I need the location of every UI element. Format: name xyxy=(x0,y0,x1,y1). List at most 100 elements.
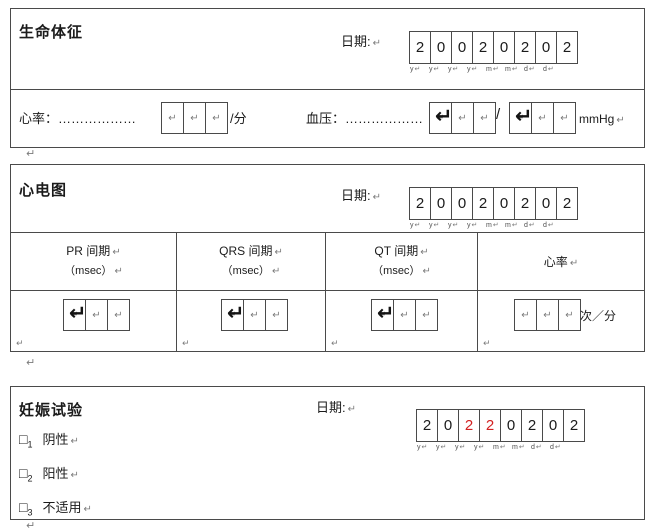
qt-interval-boxes: ↵ ↵ ↵ ↵ xyxy=(371,299,438,331)
pilcrow-mark: ↵ xyxy=(190,112,199,124)
heart-rate-boxes: ↵ ↵ ↵ xyxy=(161,102,228,134)
pilcrow-mark: ↵ xyxy=(535,444,542,451)
pilcrow-mark: ↵ xyxy=(112,247,121,258)
pilcrow-mark: ↵ xyxy=(528,66,535,73)
pilcrow-mark: ↵ xyxy=(372,38,382,49)
date-sub-labels: y↵ y↵ y↵ y↵ m↵ m↵ d↵ d↵ xyxy=(410,66,554,73)
pilcrow-mark: ↵ xyxy=(492,66,499,73)
pilcrow-mark: ↵ xyxy=(538,112,547,124)
date-digit-cell[interactable]: 2 xyxy=(563,409,585,442)
pilcrow-mark: ↵ xyxy=(114,309,123,321)
heart-rate-unit: /分 xyxy=(230,111,247,126)
date-digit-cell[interactable]: 0 xyxy=(535,187,557,220)
line-break-mark: ↵ xyxy=(377,302,395,325)
date-digit-cell[interactable]: 2 xyxy=(472,31,494,64)
date-digit-cell[interactable]: 0 xyxy=(430,187,452,220)
pilcrow-mark: ↵ xyxy=(16,338,24,348)
pilcrow-mark: ↵ xyxy=(70,436,79,447)
bp-diastolic-boxes: ↵ ↵ ↵ ↵ xyxy=(509,102,576,134)
ecg-pr-cell: ↵ ↵ ↵ ↵ ↵ xyxy=(11,291,177,351)
entry-box[interactable]: ↵ xyxy=(415,299,438,331)
checkbox-icon[interactable]: □ xyxy=(19,465,28,481)
ecg-header-qrs: QRS 间期↵ （msec）↵ xyxy=(177,233,326,290)
pilcrow-mark: ↵ xyxy=(511,222,518,229)
ecg-title: 心电图 xyxy=(19,182,68,199)
ecg-date-field: 2 0 0 2 0 2 0 2 y↵ y↵ y↵ y↵ m↵ m↵ d↵ xyxy=(409,187,578,229)
date-digit-cell[interactable]: 0 xyxy=(437,409,459,442)
entry-box[interactable]: ↵ xyxy=(371,299,394,331)
date-digit-cell[interactable]: 2 xyxy=(409,31,431,64)
pilcrow-mark: ↵ xyxy=(616,115,625,126)
pilcrow-mark: ↵ xyxy=(92,309,101,321)
entry-box[interactable]: ↵ xyxy=(531,102,554,134)
date-digit-cell[interactable]: 2 xyxy=(556,187,578,220)
pilcrow-mark: ↵ xyxy=(212,112,221,124)
vital-signs-values-row: 心率：……………… ↵ ↵ ↵ /分 血压：……………… ↵ ↵ ↵ ↵ / ↵… xyxy=(11,90,644,147)
date-digit-cell[interactable]: 2 xyxy=(556,31,578,64)
date-digit-cell[interactable]: 2 xyxy=(472,187,494,220)
pregnancy-test-table: 妊娠试验 日期:↵ 2 0 2 2 0 2 0 2 y↵ y↵ y↵ y↵ m↵… xyxy=(10,386,645,520)
checkbox-icon[interactable]: □ xyxy=(19,431,28,447)
date-digit-cell[interactable]: 0 xyxy=(542,409,564,442)
date-digit-cell[interactable]: 2 xyxy=(458,409,480,442)
checkbox-icon[interactable]: □ xyxy=(19,499,28,515)
entry-box[interactable]: ↵ xyxy=(243,299,266,331)
pilcrow-mark: ↵ xyxy=(433,66,440,73)
date-digit-cell[interactable]: 0 xyxy=(451,187,473,220)
ecg-header-heart-rate: 心率↵ xyxy=(543,255,579,269)
pilcrow-mark: ↵ xyxy=(521,309,530,321)
date-digit-cell[interactable]: 2 xyxy=(514,187,536,220)
entry-box[interactable]: ↵ xyxy=(107,299,130,331)
ecg-date-label: 日期:↵ xyxy=(341,188,382,203)
entry-box[interactable]: ↵ xyxy=(536,299,559,331)
date-digit-cell[interactable]: 2 xyxy=(416,409,438,442)
option-label: 不适用 xyxy=(42,500,82,515)
ecg-header-row: 心电图 日期:↵ 2 0 0 2 0 2 0 2 y↵ y↵ y↵ y↵ xyxy=(11,165,644,233)
entry-box[interactable]: ↵ xyxy=(514,299,537,331)
pilcrow-mark: ↵ xyxy=(547,66,554,73)
option-label: 阴性 xyxy=(42,432,69,447)
pilcrow-mark: ↵ xyxy=(182,338,190,348)
date-digit-cell[interactable]: 2 xyxy=(521,409,543,442)
pilcrow-mark: ↵ xyxy=(228,309,237,321)
blood-pressure-label: 血压：……………… xyxy=(306,111,424,126)
vital-signs-table: 生命体征 日期:↵ 2 0 0 2 0 2 0 2 y↵ y↵ y↵ y↵ xyxy=(10,8,645,148)
entry-box[interactable]: ↵ xyxy=(265,299,288,331)
entry-box[interactable]: ↵ xyxy=(183,102,206,134)
qrs-interval-boxes: ↵ ↵ ↵ ↵ xyxy=(221,299,288,331)
date-digit-cell[interactable]: 0 xyxy=(430,31,452,64)
date-digit-cell[interactable]: 0 xyxy=(493,31,515,64)
date-digit-cell[interactable]: 2 xyxy=(514,31,536,64)
pilcrow-mark: ↵ xyxy=(569,258,579,269)
vital-signs-header-row: 生命体征 日期:↵ 2 0 0 2 0 2 0 2 y↵ y↵ y↵ y↵ xyxy=(11,9,644,90)
entry-box[interactable]: ↵ xyxy=(221,299,244,331)
pilcrow-mark: ↵ xyxy=(565,309,574,321)
entry-box[interactable]: ↵ xyxy=(393,299,416,331)
date-digit-cell[interactable]: 2 xyxy=(409,187,431,220)
entry-box[interactable]: ↵ xyxy=(161,102,184,134)
date-digit-cell[interactable]: 2 xyxy=(479,409,501,442)
date-digit-cell[interactable]: 0 xyxy=(535,31,557,64)
pregnancy-date-label: 日期:↵ xyxy=(316,400,357,415)
pilcrow-mark: ↵ xyxy=(492,222,499,229)
pilcrow-mark: ↵ xyxy=(436,112,445,124)
pilcrow-mark: ↵ xyxy=(274,247,283,258)
date-digit-cell[interactable]: 0 xyxy=(500,409,522,442)
entry-box[interactable]: ↵ xyxy=(553,102,576,134)
pilcrow-mark: ↵ xyxy=(421,444,428,451)
entry-box[interactable]: ↵ xyxy=(205,102,228,134)
ecg-qrs-cell: ↵ ↵ ↵ ↵ ↵ xyxy=(177,291,326,351)
pilcrow-mark: ↵ xyxy=(516,112,525,124)
bp-systolic-boxes: ↵ ↵ ↵ ↵ xyxy=(429,102,496,134)
entry-box[interactable]: ↵ xyxy=(451,102,474,134)
pilcrow-mark: ↵ xyxy=(528,222,535,229)
date-digit-cell[interactable]: 0 xyxy=(493,187,515,220)
entry-box[interactable]: ↵ xyxy=(473,102,496,134)
entry-box[interactable]: ↵ xyxy=(85,299,108,331)
line-break-mark: ↵ xyxy=(227,302,245,325)
date-digit-cell[interactable]: 0 xyxy=(451,31,473,64)
entry-box[interactable]: ↵ xyxy=(558,299,581,331)
